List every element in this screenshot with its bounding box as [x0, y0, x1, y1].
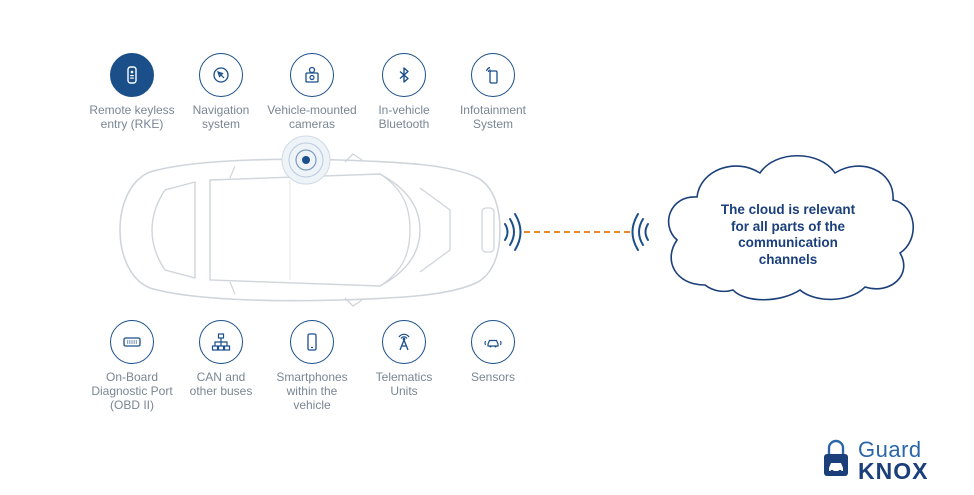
bluetooth-label: In-vehicle Bluetooth: [378, 103, 430, 131]
sensors-item: Sensors: [445, 320, 541, 384]
logo-text-guard: Guard: [858, 437, 922, 462]
guardknox-logo-icon: [824, 439, 848, 476]
bluetooth-icon: [382, 53, 426, 97]
car-topview: [119, 153, 501, 307]
telematics-item: Telematics Units: [356, 320, 452, 398]
sensors-label: Sensors: [470, 370, 516, 384]
car-sensor-icon: [471, 320, 515, 364]
can-label: CAN and other buses: [189, 370, 253, 398]
rke-item: Remote keyless entry (RKE): [84, 53, 180, 131]
cameras-item: Vehicle-mounted cameras: [264, 53, 360, 131]
phone-signal-icon: [471, 53, 515, 97]
can-item: CAN and other buses: [173, 320, 269, 398]
key-fob-icon: [110, 53, 154, 97]
cloud-shape: [667, 154, 914, 301]
smartphones-label: Smartphones within the vehicle: [276, 370, 348, 412]
compass-icon: [199, 53, 243, 97]
cloud-text: The cloud is relevant for all parts of t…: [720, 202, 856, 267]
antenna-icon: [382, 320, 426, 364]
cloud-signal-icon: [631, 213, 649, 251]
telematics-label: Telematics Units: [375, 370, 433, 398]
smartphones-item: Smartphones within the vehicle: [264, 320, 360, 412]
infotainment-item: Infotainment System: [445, 53, 541, 131]
bluetooth-item: In-vehicle Bluetooth: [356, 53, 452, 131]
navigation-item: Navigation system: [173, 53, 269, 131]
infotainment-label: Infotainment System: [459, 103, 527, 131]
network-icon: [199, 320, 243, 364]
smartphone-icon: [290, 320, 334, 364]
rke-label: Remote keyless entry (RKE): [89, 103, 175, 131]
navigation-label: Navigation system: [192, 103, 250, 131]
cameras-label: Vehicle-mounted cameras: [267, 103, 357, 131]
logo-text-knox: KNOX: [858, 458, 929, 484]
obd-item: On-Board Diagnostic Port (OBD II): [84, 320, 180, 412]
obd-port-icon: [110, 320, 154, 364]
camera-icon: [290, 53, 334, 97]
obd-label: On-Board Diagnostic Port (OBD II): [91, 370, 173, 412]
